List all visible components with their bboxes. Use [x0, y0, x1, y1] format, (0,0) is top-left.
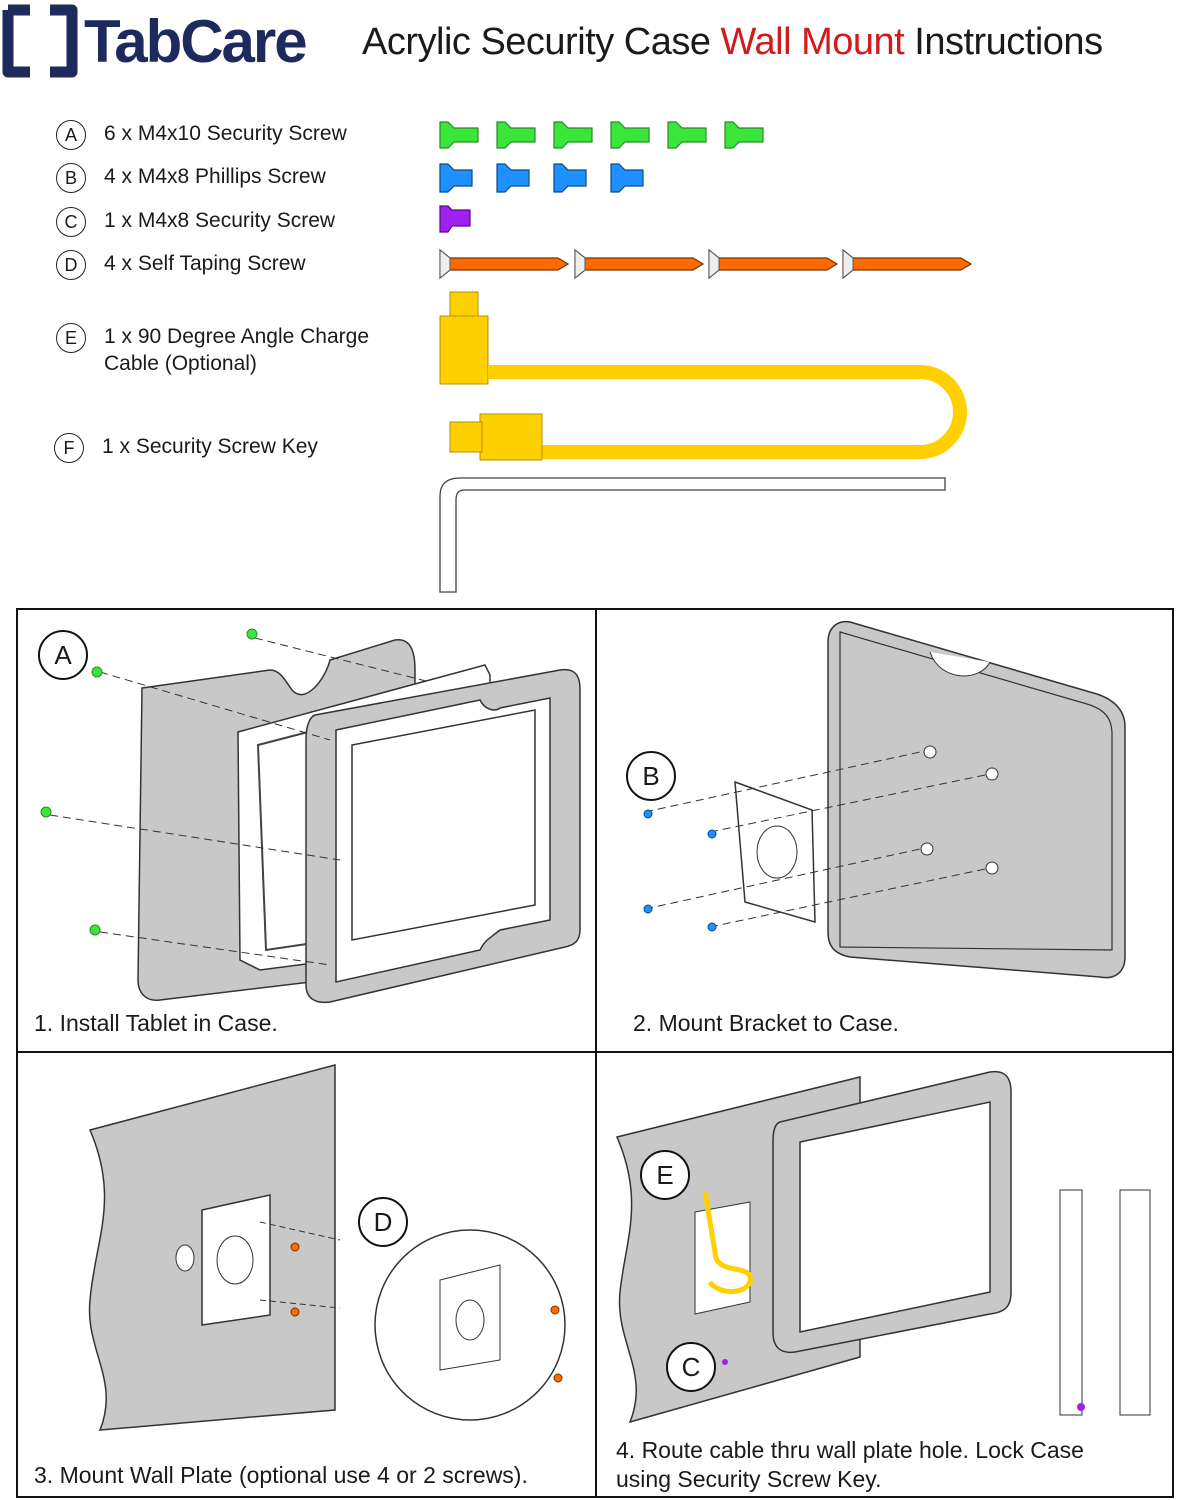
- title-part-1: Acrylic Security Case: [362, 21, 721, 63]
- step-2-illustration: [643, 620, 1126, 979]
- step-3-badge: D: [358, 1197, 408, 1247]
- part-label: 1 x M4x8 Security Screw: [104, 209, 336, 232]
- security-screw-key-f-icon: [439, 477, 946, 593]
- title-accent: Wall Mount: [720, 21, 905, 63]
- step-4-caption: 4. Route cable thru wall plate hole. Loc…: [616, 1437, 1084, 1492]
- page-title: Acrylic Security Case Wall Mount Instruc…: [362, 18, 1103, 66]
- self-tapping-screws-d-icon: [439, 248, 973, 280]
- step-3-caption: 3. Mount Wall Plate (optional use 4 or 2…: [34, 1462, 528, 1488]
- step-4-badge-c: C: [666, 1342, 716, 1392]
- part-item-b: B 4 x M4x8 Phillips Screw: [56, 163, 326, 193]
- tabcare-logo-icon: [2, 4, 78, 78]
- brand-name: TabCare: [84, 8, 308, 75]
- part-label: 4 x M4x8 Phillips Screw: [104, 165, 326, 188]
- step-4-badge-e: E: [640, 1150, 690, 1200]
- part-letter-badge: A: [56, 120, 86, 150]
- part-item-a: A 6 x M4x10 Security Screw: [56, 120, 347, 150]
- charge-cable-e-icon: [439, 291, 967, 461]
- part-letter-badge: F: [54, 433, 84, 463]
- part-label: 4 x Self Taping Screw: [104, 252, 306, 275]
- part-item-f: F 1 x Security Screw Key: [54, 433, 318, 463]
- title-part-2: Instructions: [904, 21, 1103, 63]
- step-1-caption: 1. Install Tablet in Case.: [34, 1010, 278, 1036]
- steps-grid: [16, 608, 1174, 1498]
- part-item-d: D 4 x Self Taping Screw: [56, 250, 306, 280]
- step-2-caption: 2. Mount Bracket to Case.: [633, 1010, 899, 1036]
- part-label: 1 x Security Screw Key: [102, 435, 318, 458]
- part-letter-badge: E: [56, 323, 86, 353]
- security-screws-a-icon: [439, 121, 764, 149]
- part-item-c: C 1 x M4x8 Security Screw: [56, 207, 335, 237]
- step-1-badge: A: [38, 630, 88, 680]
- part-letter-badge: D: [56, 250, 86, 280]
- hardware-illustration: [439, 121, 973, 593]
- phillips-screws-b-icon: [439, 163, 644, 193]
- step-1-illustration: [40, 628, 581, 1004]
- part-label: 6 x M4x10 Security Screw: [104, 122, 347, 145]
- step-3-illustration: [88, 1064, 566, 1431]
- grid-divider-vertical: [595, 610, 597, 1496]
- part-letter-badge: C: [56, 207, 86, 237]
- grid-divider-horizontal: [18, 1051, 1172, 1053]
- part-label: 1 x 90 Degree Angle Charge Cable (Option…: [104, 325, 370, 375]
- part-item-e: E 1 x 90 Degree Angle Charge Cable (Opti…: [56, 323, 369, 377]
- part-letter-badge: B: [56, 163, 86, 193]
- security-screw-c-icon: [439, 205, 471, 233]
- step-2-badge: B: [626, 751, 676, 801]
